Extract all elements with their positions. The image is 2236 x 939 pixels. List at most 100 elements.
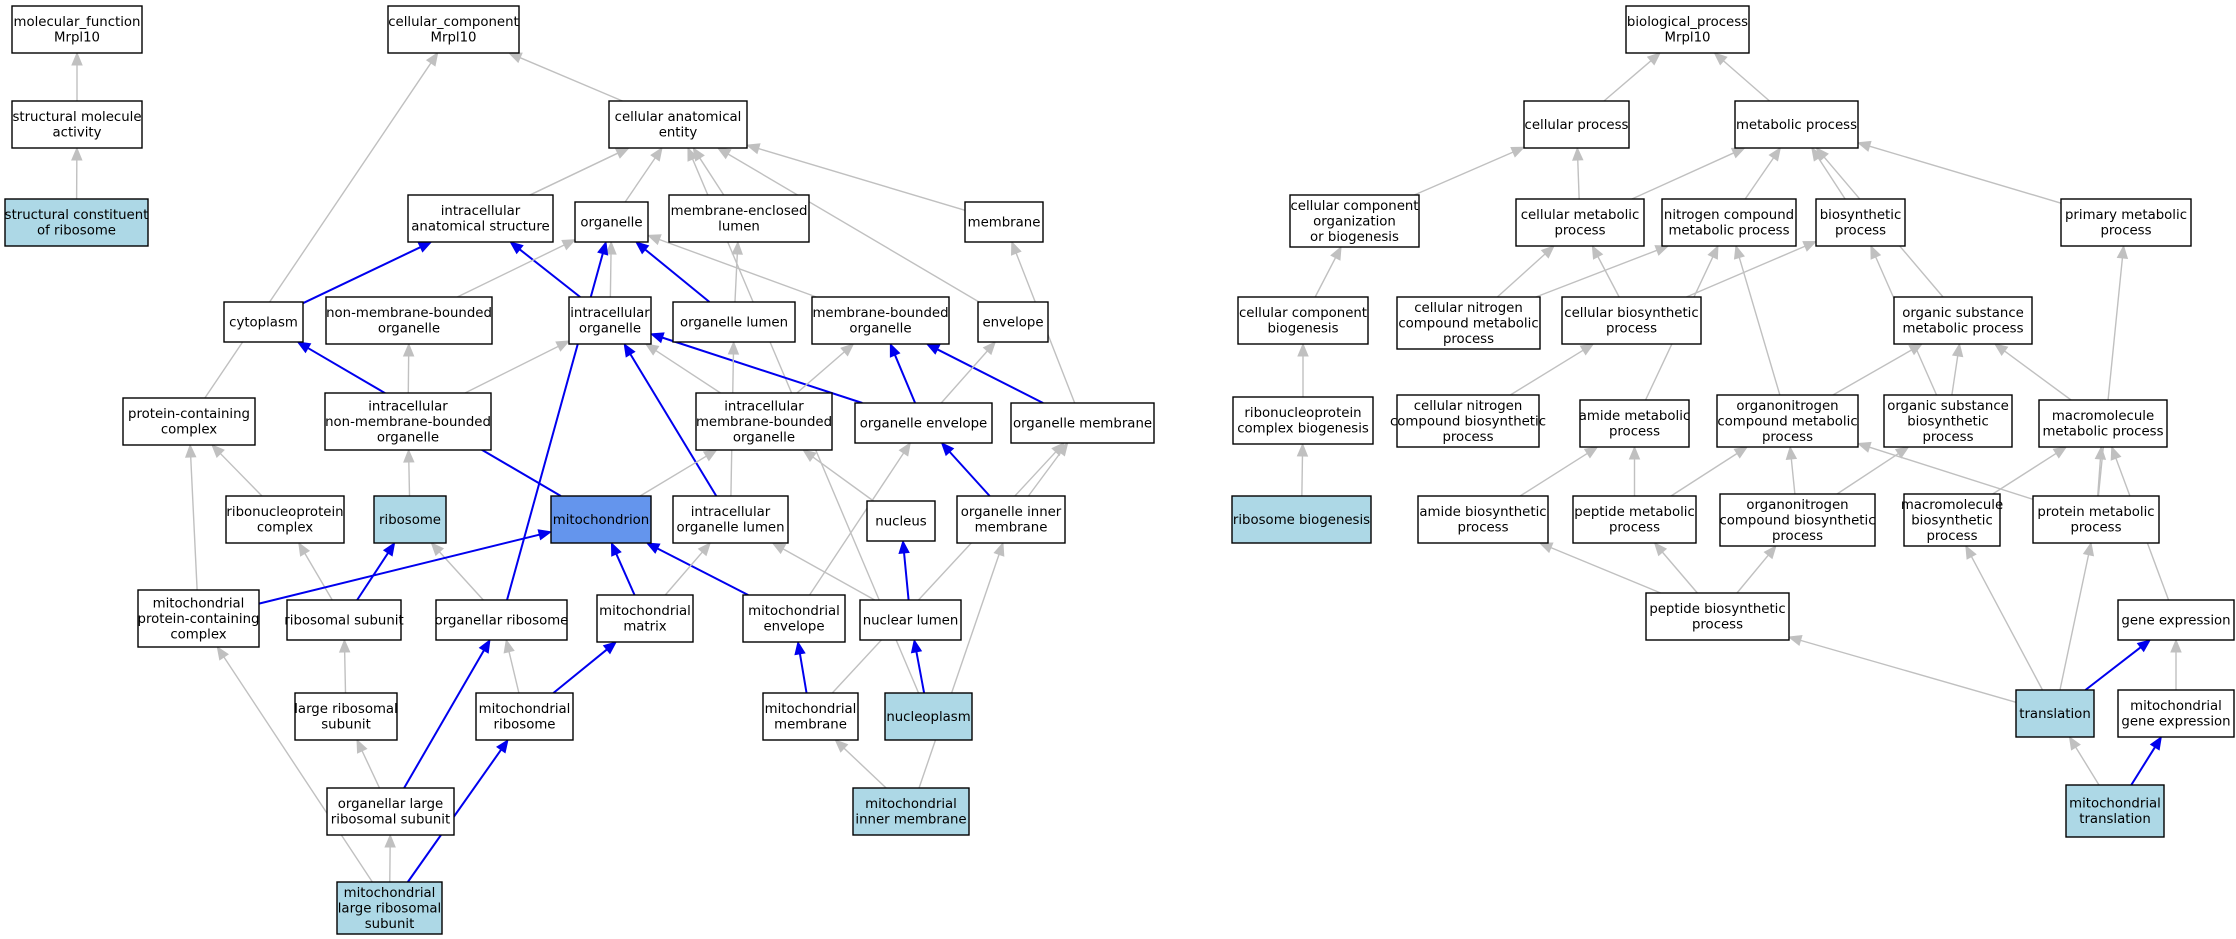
node-box[interactable] (1903, 493, 2001, 547)
node-om[interactable]: organelle membrane (1010, 402, 1155, 444)
node-box[interactable] (122, 397, 256, 446)
node-box[interactable] (672, 301, 796, 343)
node-box[interactable] (1396, 394, 1540, 448)
node-box[interactable] (2032, 495, 2160, 544)
node-box[interactable] (1231, 495, 1372, 544)
node-box[interactable] (1010, 402, 1155, 444)
node-mito[interactable]: mitochondrion (550, 495, 652, 544)
node-box[interactable] (1417, 495, 1549, 544)
node-box[interactable] (568, 296, 652, 345)
node-box[interactable] (854, 402, 993, 444)
node-box[interactable] (596, 594, 694, 643)
node-box[interactable] (11, 5, 143, 54)
node-box[interactable] (435, 599, 568, 641)
node-oe[interactable]: organelle envelope (854, 402, 993, 444)
node-box[interactable] (1232, 396, 1374, 445)
node-membrane[interactable]: membrane (964, 201, 1044, 243)
node-box[interactable] (336, 881, 443, 935)
node-box[interactable] (294, 692, 398, 741)
node-box[interactable] (4, 198, 149, 247)
node-organelle[interactable]: organelle (574, 201, 649, 243)
node-inmbo[interactable]: intracellularnon-membrane-boundedorganel… (324, 392, 492, 451)
node-box[interactable] (608, 100, 748, 149)
node-ge[interactable]: gene expression (2117, 599, 2235, 641)
node-box[interactable] (1237, 296, 1369, 345)
node-box[interactable] (668, 194, 810, 243)
node-box[interactable] (964, 201, 1044, 243)
node-rb[interactable]: ribosome biogenesis (1231, 495, 1372, 544)
node-box[interactable] (1893, 296, 2033, 345)
node-box[interactable] (1661, 198, 1797, 247)
node-box[interactable] (1645, 592, 1790, 641)
node-transl[interactable]: translation (2015, 689, 2095, 738)
node-box[interactable] (2117, 689, 2235, 738)
node-box[interactable] (884, 692, 973, 741)
node-box[interactable] (2065, 784, 2165, 838)
node-box[interactable] (1289, 194, 1420, 248)
node-envelope[interactable]: envelope (977, 301, 1049, 343)
node-box[interactable] (1396, 296, 1541, 350)
node-ribosome[interactable]: ribosome (373, 495, 447, 544)
node-or[interactable]: organellar ribosome (435, 599, 569, 641)
node-box[interactable] (977, 301, 1049, 343)
node-box[interactable] (324, 392, 492, 451)
node-box[interactable] (2060, 198, 2192, 247)
node-box[interactable] (373, 495, 447, 544)
node-ol[interactable]: organelle lumen (672, 301, 796, 343)
node-box[interactable] (550, 495, 652, 544)
node-nucleus[interactable]: nucleus (866, 500, 936, 542)
node-box[interactable] (1572, 495, 1697, 544)
node-box[interactable] (1716, 394, 1859, 448)
node-box[interactable] (695, 392, 833, 451)
node-box[interactable] (574, 201, 649, 243)
node-box[interactable] (326, 787, 455, 836)
node-box[interactable] (859, 599, 962, 641)
node-rs[interactable]: ribosomal subunit (284, 599, 404, 641)
node-mp[interactable]: metabolic process (1734, 100, 1859, 149)
node-box[interactable] (286, 599, 402, 641)
node-box[interactable] (1815, 198, 1906, 247)
node-box[interactable] (956, 495, 1066, 544)
node-box[interactable] (1523, 100, 1630, 149)
node-box[interactable] (762, 692, 859, 741)
